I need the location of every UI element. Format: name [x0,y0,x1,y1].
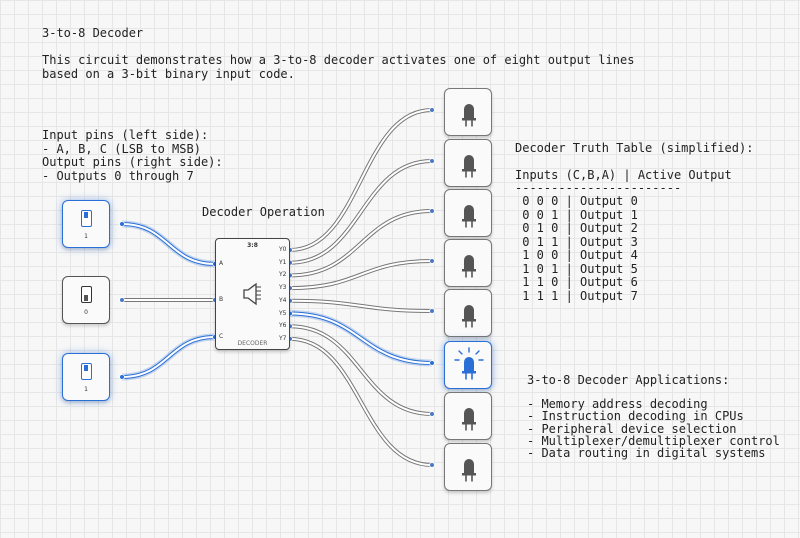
decoder-output-pin-label: Y5 [279,309,287,317]
truth-table-row: 0 1 1 | Output 3 [515,234,638,249]
decoder-chip-title: 3:8 [247,242,258,249]
wire-junction [429,462,435,468]
output-led [444,239,492,287]
wire-junction [429,258,435,264]
decoder-output-pin-label: Y2 [279,271,287,279]
toggle-icon [81,210,92,227]
truth-table-row: 0 0 0 | Output 0 [515,194,638,208]
output-wire [289,336,433,467]
switch-value: 0 [84,309,88,316]
truth-table-row: 1 0 1 | Output 5 [515,261,638,276]
led-icon [462,155,476,178]
output-led [444,443,492,491]
application-item: - Memory address decoding [527,397,708,411]
output-led [444,392,492,440]
input-switch[interactable]: 0 [62,276,110,324]
application-item: - Multiplexer/demultiplexer control [527,433,780,448]
decoder-input-pin-label: C [219,333,224,340]
applications-title: 3-to-8 Decoder Applications: [527,373,730,387]
switch-value: 1 [84,233,88,240]
output-led [444,139,492,187]
wire-junction [429,308,435,314]
wire-junction [429,158,435,164]
switch-value: 1 [84,386,88,393]
toggle-icon [81,363,92,380]
input-switch[interactable]: 1 [62,200,110,248]
output-wire [289,298,433,313]
output-wire [289,259,433,291]
decoder-output-pin-label: Y4 [279,296,287,304]
truth-table-row: 1 1 0 | Output 6 [515,275,638,289]
led-icon [462,459,476,482]
decoder-output-pin-label: Y6 [279,322,287,330]
truth-table-title: Decoder Truth Table (simplified): [515,141,754,155]
page-title: 3-to-8 Decoder [42,26,144,40]
led-icon [462,104,476,127]
output-led [444,289,492,337]
output-wire [289,209,433,278]
wire-junction [119,221,125,227]
decoder-input-pin-label: A [219,260,224,267]
wire-junction [429,107,435,113]
led-icon [462,305,476,328]
wire-junction [429,208,435,214]
decoder-icon [243,282,261,306]
output-led [444,189,492,237]
decoder-output-pin-label: Y0 [279,246,287,253]
pins-note: Input pins (left side): - A, B, C (LSB t… [42,128,223,183]
output-wire [289,159,433,265]
decoder-output-pin-label: Y1 [279,258,287,266]
decoder-label: Decoder Operation [202,205,325,219]
output-wire [289,310,433,367]
led-icon [462,408,476,431]
wire-junction [119,374,125,380]
input-wire [121,220,216,268]
wire-junction [429,411,435,417]
truth-table-row: 1 1 1 | Output 7 [515,288,638,303]
input-switch[interactable]: 1 [62,353,110,401]
output-wire [289,108,433,252]
truth-table-separator: ----------------------- [515,181,682,195]
decoder-chip-footer: DECODER [237,340,268,347]
output-led [444,341,492,389]
description: This circuit demonstrates how a 3-to-8 d… [42,53,635,81]
wire-junction [429,360,435,366]
application-item: - Instruction decoding in CPUs [527,409,744,424]
truth-table-row: 1 0 0 | Output 4 [515,248,638,262]
led-icon [462,205,476,228]
input-wire [121,333,216,381]
output-wire [289,324,433,416]
truth-table-row: 0 0 1 | Output 1 [515,207,638,222]
application-item: - Peripheral device selection [527,421,737,436]
decoder-output-pin-label: Y3 [279,284,287,292]
toggle-icon [81,286,92,303]
output-led [444,88,492,136]
led-icon [462,255,476,278]
wire-junction [119,297,125,303]
application-item: - Data routing in digital systems [527,446,766,461]
truth-table-header: Inputs (C,B,A) | Active Output [515,168,732,182]
led-icon [454,347,484,380]
decoder-output-pin-label: Y7 [279,334,287,342]
decoder-input-pin-label: B [219,296,224,303]
truth-table-row: 0 1 0 | Output 2 [515,221,638,235]
